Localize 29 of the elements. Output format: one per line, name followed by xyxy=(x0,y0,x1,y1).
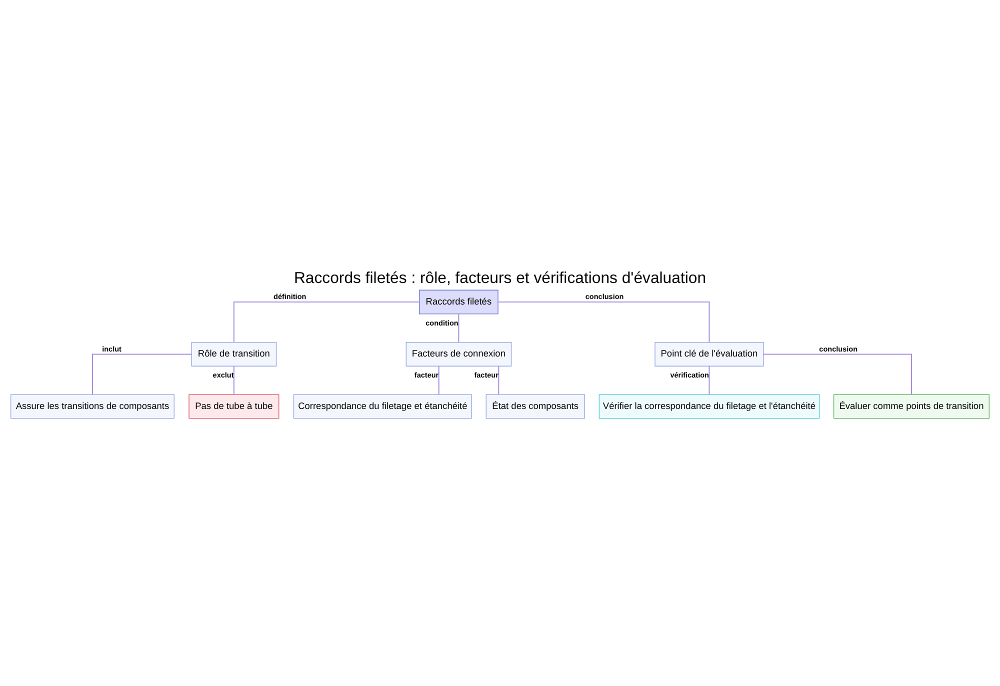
node-box: Pas de tube à tube xyxy=(188,394,280,419)
connector xyxy=(498,366,500,395)
edge-label: définition xyxy=(274,292,306,302)
edge-label: vérification xyxy=(670,370,709,380)
edge-label: facteur xyxy=(414,370,439,380)
edge-label: condition xyxy=(426,318,458,328)
connector xyxy=(438,366,440,395)
node-box: Point clé de l'évaluation xyxy=(654,342,764,366)
edge-label: inclut xyxy=(102,344,122,354)
connector xyxy=(233,302,420,343)
node-box: État des composants xyxy=(486,394,585,419)
edge-label: exclut xyxy=(212,370,234,380)
connector xyxy=(92,354,192,395)
node-box: Facteurs de connexion xyxy=(406,342,512,366)
diagram-title: Raccords filetés : rôle, facteurs et vérifications d'évaluation xyxy=(294,270,706,287)
node-box: Raccords filetés xyxy=(419,290,498,314)
edge-label: conclusion xyxy=(819,344,858,354)
node-box: Assure les transitions de composants xyxy=(10,394,174,419)
node-box: Évaluer comme points de transition xyxy=(833,394,990,419)
connector xyxy=(458,314,460,343)
connector xyxy=(233,366,234,395)
node-box: Vérifier la correspondance du filetage et l'étanchéité xyxy=(598,394,820,419)
node-box: Correspondance du filetage et étanchéité xyxy=(293,394,472,419)
connector xyxy=(708,366,710,395)
edge-label: facteur xyxy=(474,370,498,380)
node-box: Rôle de transition xyxy=(191,342,277,366)
connector xyxy=(762,354,912,395)
connector xyxy=(498,302,710,343)
edge-label: conclusion xyxy=(585,292,624,302)
